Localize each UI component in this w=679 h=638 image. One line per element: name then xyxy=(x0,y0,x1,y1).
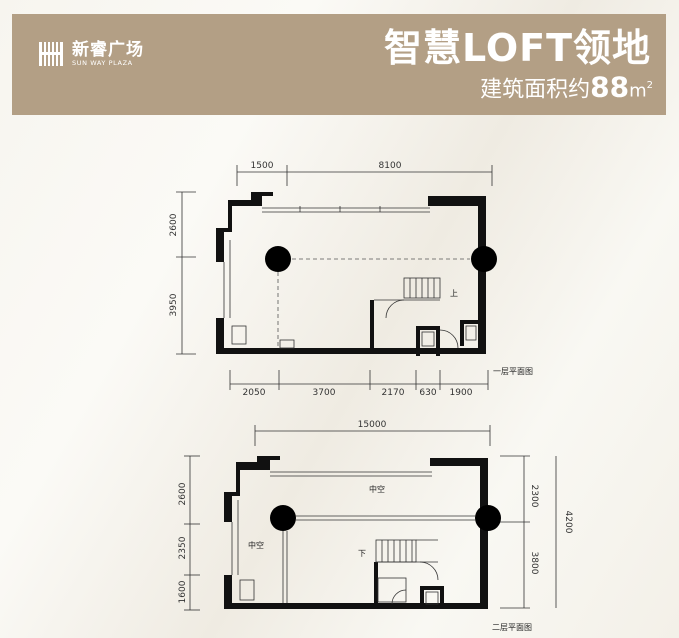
plan1-door-swing-2 xyxy=(439,329,459,349)
plan1-column-right xyxy=(471,246,497,272)
plan2-stair-label: 下 xyxy=(358,549,366,558)
plan2-mezzanine-railing xyxy=(282,515,475,603)
plan1-top-dimension: 1500 8100 xyxy=(236,161,493,186)
logo-mark-icon xyxy=(39,42,63,66)
plan1-dim-left-2: 3950 xyxy=(169,293,179,316)
plan2-dim-far-right: 4200 xyxy=(563,511,573,534)
plan1-kitchen-fixture xyxy=(231,325,247,345)
plan1-entry-mat xyxy=(279,339,295,349)
plan1-dim-bottom-5: 1900 xyxy=(450,388,473,398)
plan1-bath-fixture-2 xyxy=(465,325,477,341)
plan2-void-label-1: 中空 xyxy=(369,484,385,494)
plan1-dim-bottom-2: 3700 xyxy=(313,388,336,398)
plan2-dim-top-1: 15000 xyxy=(358,420,387,430)
plan2-door-swing-2 xyxy=(391,589,407,605)
plan2-label: 二层平面图 xyxy=(492,623,532,632)
floor-plan-1: 1500 8100 2600 3950 xyxy=(169,161,533,398)
area-prefix: 建筑面积约 xyxy=(480,77,591,103)
brand-name-cn: 新睿广场 xyxy=(72,39,144,60)
plan1-bath-fixture xyxy=(421,331,435,347)
plan1-stair-label: 上 xyxy=(450,289,458,298)
plan2-dim-left-3: 1600 xyxy=(178,580,188,603)
floor-plan-2: 15000 2600 2350 1600 2300 3800 4200 xyxy=(178,420,573,632)
plan2-dim-left-1: 2600 xyxy=(178,482,188,505)
plan2-right-dimension: 2300 3800 4200 xyxy=(500,455,573,609)
plan1-dim-top-1: 1500 xyxy=(251,161,274,171)
plan1-left-dimension: 2600 3950 xyxy=(169,191,196,355)
plan2-door-swing xyxy=(419,561,439,581)
plan2-top-dimension: 15000 xyxy=(254,420,491,446)
plan2-dim-right-2: 3800 xyxy=(529,552,539,575)
area-value: 88 xyxy=(590,70,630,104)
plan2-left-dimension: 2600 2350 1600 xyxy=(178,455,200,611)
plan2-walls xyxy=(224,456,488,609)
plan2-dim-right-1: 2300 xyxy=(529,485,539,508)
plan2-stair: 下 xyxy=(358,539,438,563)
plan1-dim-bottom-1: 2050 xyxy=(243,388,266,398)
area-unit-sup: 2 xyxy=(646,80,653,91)
page-title: 智慧LOFT领地 xyxy=(383,26,651,70)
brand-name-en: SUN WAY PLAZA xyxy=(72,58,133,67)
plan2-column-right xyxy=(475,505,501,531)
plan1-stair: 上 xyxy=(374,277,458,301)
plan1-bottom-dimension: 2050 3700 2170 630 1900 xyxy=(229,370,489,398)
plan1-mezzanine-outline xyxy=(277,258,470,348)
plan1-label: 一层平面图 xyxy=(493,367,533,376)
plan2-bath-fixture xyxy=(425,591,439,605)
brand-logo: 新睿广场 SUN WAY PLAZA xyxy=(36,36,144,72)
plan2-room-box xyxy=(377,577,407,603)
plan1-dim-bottom-3: 2170 xyxy=(382,388,405,398)
plan1-dim-left-1: 2600 xyxy=(169,213,179,236)
header-banner xyxy=(12,14,666,115)
plan1-dim-top-2: 8100 xyxy=(379,161,402,171)
plan1-dim-bottom-4: 630 xyxy=(419,388,436,398)
plan2-void-label-2: 中空 xyxy=(248,540,264,550)
plan2-windows xyxy=(231,471,432,575)
plan2-desk-fixture xyxy=(239,579,255,601)
plan1-windows xyxy=(223,206,430,318)
plan2-column-left xyxy=(270,505,296,531)
area-unit: m xyxy=(629,80,647,102)
plan1-door-swing xyxy=(385,299,405,319)
area-subtitle: 建筑面积约88m2 xyxy=(480,72,653,105)
plan2-dim-left-2: 2350 xyxy=(178,536,188,559)
plan1-column-left xyxy=(265,246,291,272)
plan1-walls xyxy=(216,192,486,356)
